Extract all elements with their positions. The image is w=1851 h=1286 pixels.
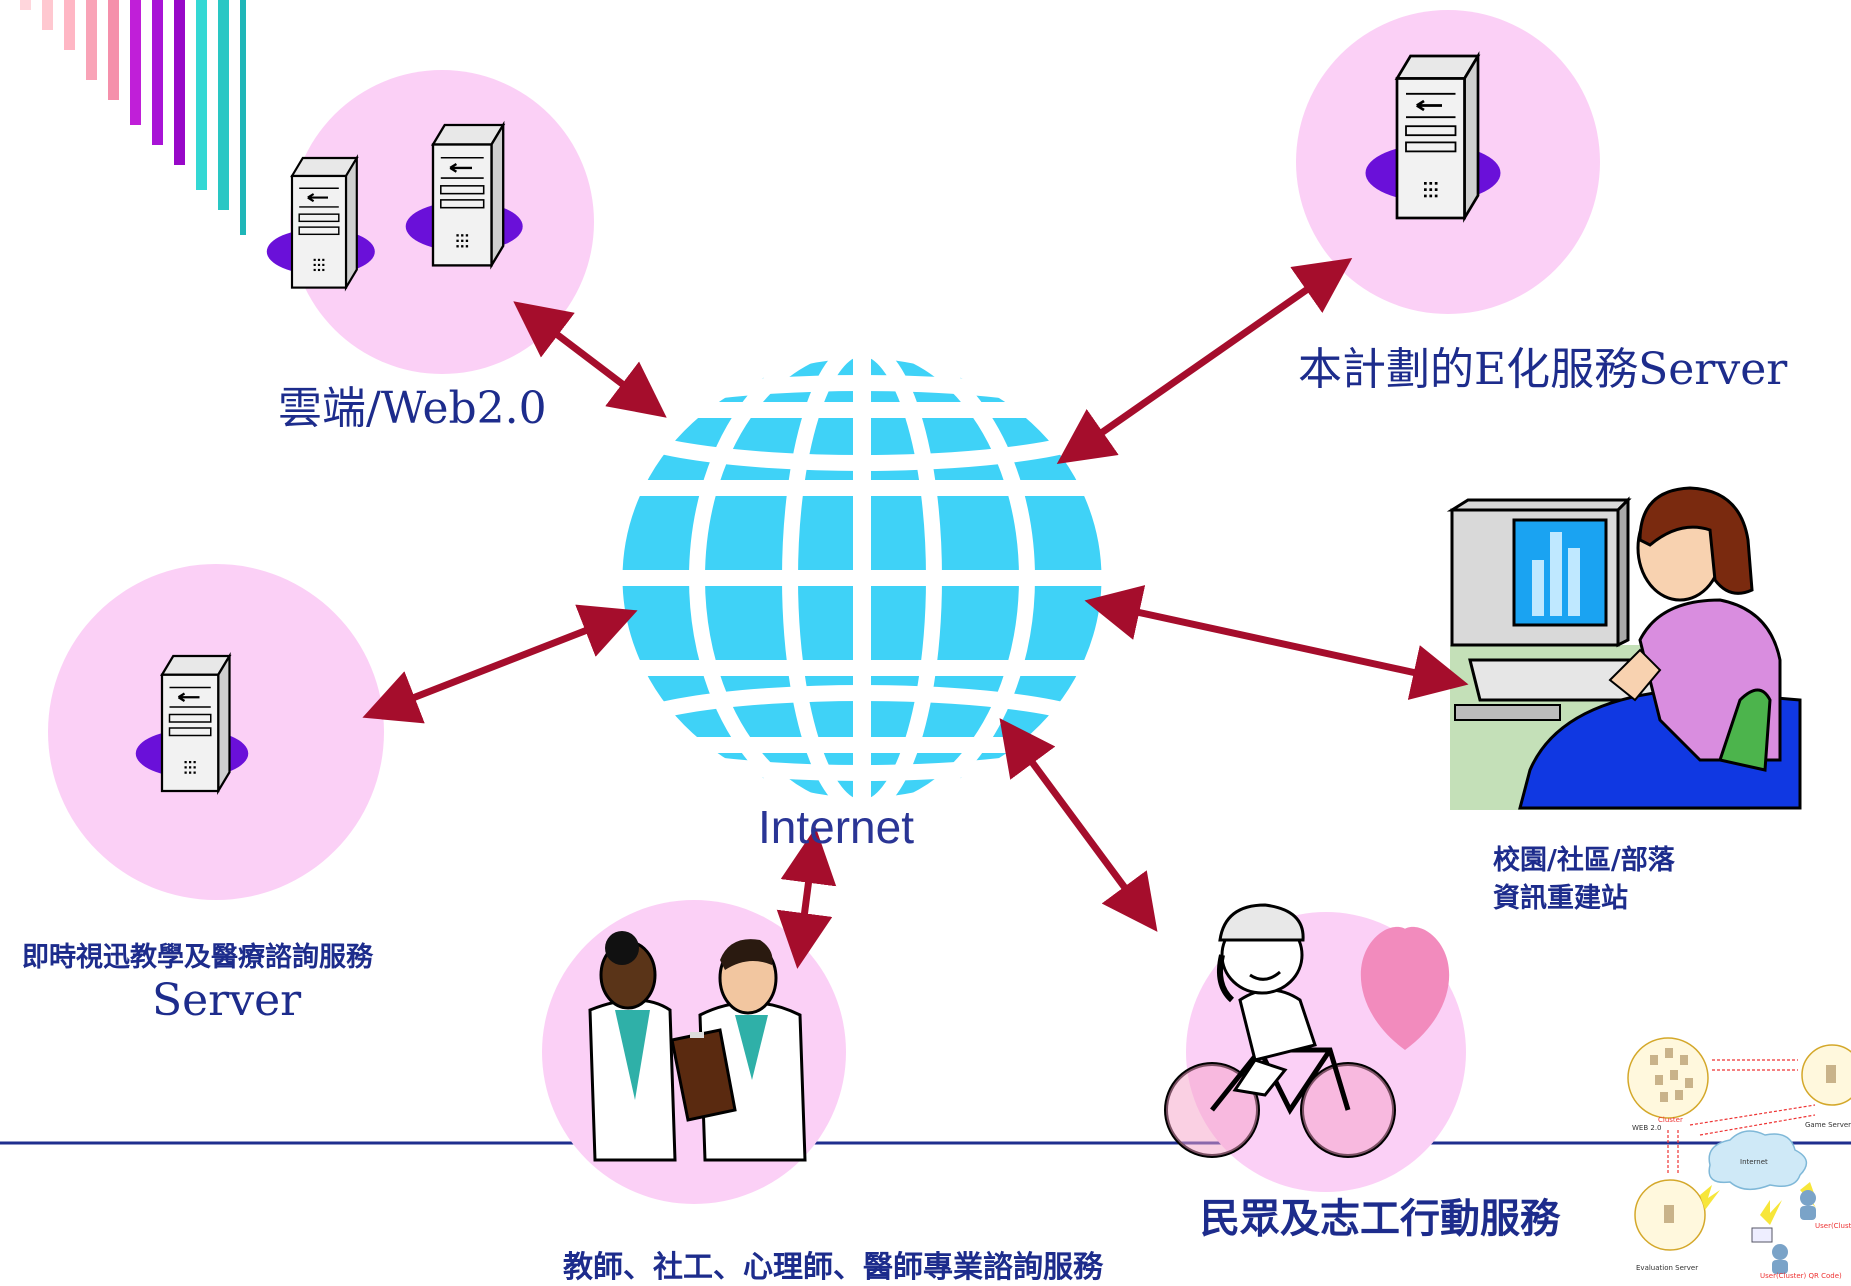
campus-label-line2: 資訊重建站 xyxy=(1493,883,1628,914)
arrow-video-server xyxy=(362,604,638,724)
thumb-label-user-qr: User(Cluster) QR Code) xyxy=(1760,1272,1842,1280)
thumb-label-user-qr: User(Cluster) QR Code) xyxy=(1815,1222,1851,1230)
volunteers-label: 民眾及志工行動服務 xyxy=(1200,1195,1560,1242)
arrow-e-server xyxy=(1056,257,1353,465)
video-server-label-line1: 即時視迅教學及醫療諮詢服務 xyxy=(22,942,373,973)
video-server-label-line2: Server xyxy=(152,975,302,1026)
e-server-label: 本計劃的E化服務Server xyxy=(1298,344,1788,395)
thumb-label-internet: Internet xyxy=(1740,1158,1768,1166)
campus-label-line1: 校園/社區/部落 xyxy=(1493,845,1675,876)
internet-label: Internet xyxy=(758,801,914,853)
thumb-label-cluster: Cluster xyxy=(1658,1116,1683,1124)
professionals-label: 教師、社工、心理師、醫師專業諮詢服務 xyxy=(563,1250,1103,1285)
arrow-campus xyxy=(1084,585,1469,700)
thumb-label-evaluation-server: Evaluation Server xyxy=(1636,1264,1698,1272)
cloud-web-label: 雲端/Web2.0 xyxy=(278,383,547,434)
arrow-volunteers xyxy=(999,718,1158,932)
thumb-label-web: WEB 2.0 xyxy=(1632,1124,1662,1132)
arrow-cloud-web xyxy=(513,301,667,418)
arrow-professionals xyxy=(776,827,837,969)
thumb-label-game-server: Game Server xyxy=(1805,1121,1851,1129)
